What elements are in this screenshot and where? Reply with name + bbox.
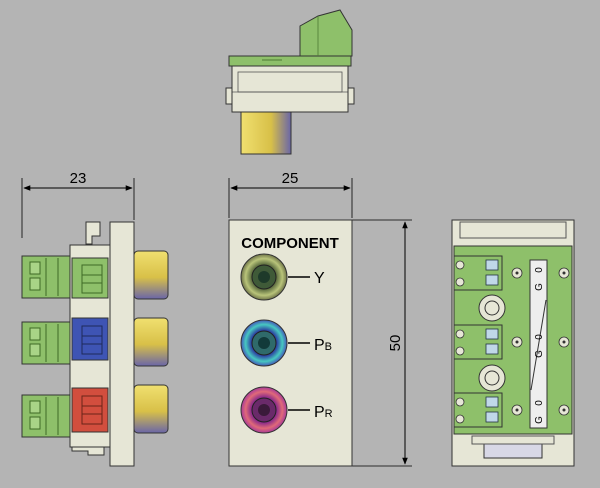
connector-pb-label: P [314, 337, 325, 354]
top-pcb [228, 55, 352, 67]
side-rca-pr [133, 384, 169, 434]
side-block-green [71, 257, 109, 299]
front-panel-title: COMPONENT [241, 235, 339, 252]
top-plate [231, 65, 349, 113]
connector-y: Y [240, 253, 325, 301]
rear-label-3: G [534, 350, 545, 358]
side-faceplate [109, 221, 135, 467]
side-rca-y [133, 250, 169, 300]
rear-label-2: 0 [534, 267, 545, 273]
rear-view: G 0 G 0 G 0 [451, 219, 575, 467]
rear-label-1: G [534, 283, 545, 291]
front-view: COMPONENT Y PB PR [228, 219, 353, 467]
side-block-red [71, 387, 109, 433]
top-terminal-block [299, 9, 353, 57]
side-view [21, 221, 169, 467]
dimension-side-width: 23 [21, 170, 135, 238]
connector-pb-sub: B [325, 341, 332, 353]
connector-pr: PR [240, 386, 333, 434]
dimension-front-width: 25 [228, 170, 353, 218]
rear-label-6: 0 [534, 400, 545, 406]
connector-y-label: Y [314, 270, 325, 287]
connector-pr-sub: R [325, 408, 333, 420]
rear-label-5: G [534, 416, 545, 424]
connector-pr-label: P [314, 404, 325, 421]
connector-pb: PB [240, 319, 332, 367]
dimension-front-height-label: 50 [387, 335, 404, 352]
rear-label-4: 0 [534, 334, 545, 340]
dimension-front-width-label: 25 [282, 170, 299, 187]
svg-text:PR: PR [314, 404, 333, 421]
dimension-side-width-label: 23 [70, 170, 87, 187]
side-rca-pb [133, 317, 169, 367]
top-view [225, 9, 355, 155]
top-rca-barrel [240, 111, 292, 155]
svg-text:PB: PB [314, 337, 332, 354]
dimension-front-height: 50 [352, 219, 412, 467]
